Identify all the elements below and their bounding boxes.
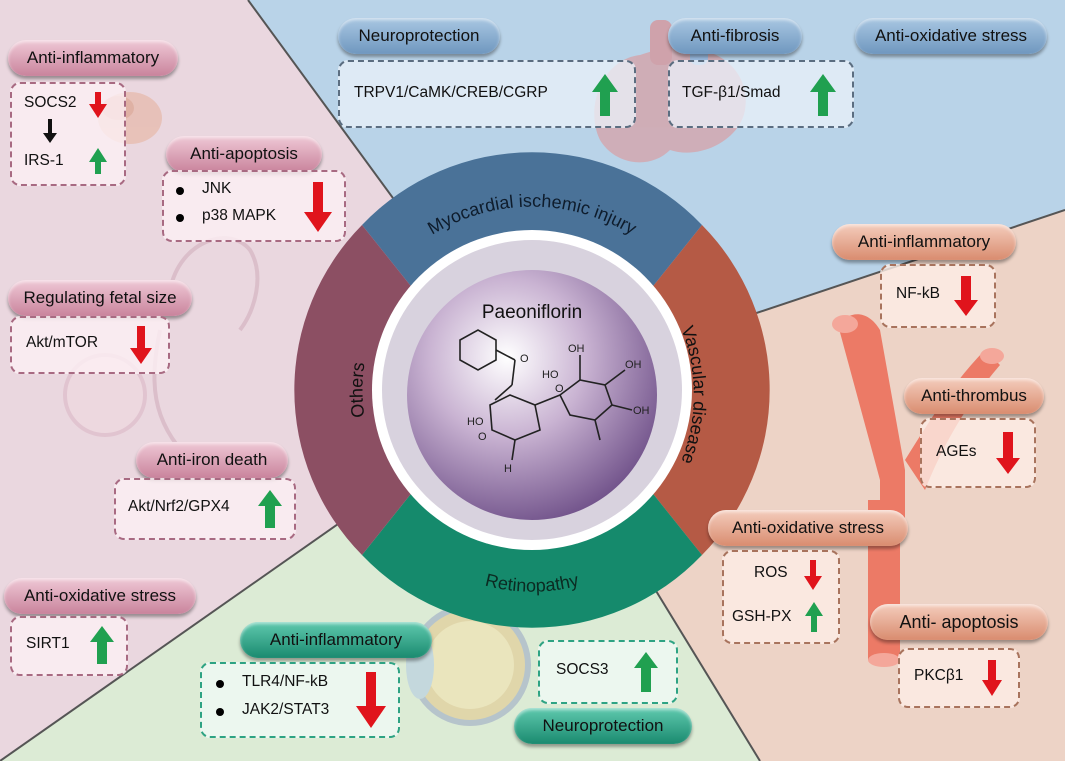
trpv1-label: TRPV1/CaMK/CREB/CGRP	[354, 84, 548, 101]
up-arrow-icon	[810, 74, 836, 116]
socs3-box: SOCS3	[538, 640, 678, 704]
others-anti-inflammatory-label: Anti-inflammatory	[8, 40, 178, 76]
up-arrow-icon	[592, 74, 618, 116]
svg-text:O: O	[555, 383, 564, 395]
svg-text:OH: OH	[568, 343, 585, 355]
svg-text:HO: HO	[467, 416, 484, 428]
myocardial-anti-oxidative-label: Anti-oxidative stress	[855, 18, 1047, 54]
ages-label: AGEs	[936, 443, 977, 460]
svg-text:O: O	[478, 431, 487, 443]
vascular-anti-oxidative-label: Anti-oxidative stress	[708, 510, 908, 546]
retinopathy-neuroprotection-label: Neuroprotection	[514, 708, 692, 744]
down-arrow-icon	[954, 276, 978, 316]
socs3-label: SOCS3	[556, 661, 609, 678]
up-arrow-icon	[90, 626, 114, 664]
socs2-label: SOCS2	[24, 94, 77, 111]
svg-text:HO: HO	[542, 369, 559, 381]
down-arrow-icon	[356, 672, 386, 728]
others-region	[0, 0, 532, 761]
myocardial-neuroprotection-label: Neuroprotection	[338, 18, 500, 54]
others-anti-apoptosis-label: Anti-apoptosis	[166, 136, 322, 172]
svg-text:O: O	[520, 353, 529, 365]
down-arrow-icon	[304, 182, 332, 232]
retinopathy-anti-inflammatory-label: Anti-inflammatory	[240, 622, 432, 658]
akt-nrf2-label: Akt/Nrf2/GPX4	[128, 498, 230, 515]
tlr4-box: TLR4/NF-kB JAK2/STAT3	[200, 662, 400, 738]
down-arrow-icon	[130, 326, 152, 364]
akt-nrf2-box: Akt/Nrf2/GPX4	[114, 478, 296, 540]
molecule-structure	[459, 329, 633, 461]
ros-box: ROS GSH-PX	[722, 550, 840, 644]
p38-label: p38 MAPK	[202, 207, 277, 224]
ring-segment-vascular	[650, 225, 770, 555]
trpv1-box: TRPV1/CaMK/CREB/CGRP	[338, 60, 636, 128]
ros-label: ROS	[754, 564, 788, 581]
jak2-label: JAK2/STAT3	[242, 701, 330, 718]
akt-mtor-label: Akt/mTOR	[26, 334, 99, 351]
molecule-labels: O O OH OH HO OH HO O H	[467, 343, 650, 475]
fetal-size-label: Regulating fetal size	[8, 280, 192, 316]
nfkb-box: NF-kB	[880, 264, 996, 328]
irs1-label: IRS-1	[24, 152, 64, 169]
anti-thrombus-label: Anti-thrombus	[904, 378, 1044, 414]
down-arrow-icon	[982, 660, 1002, 696]
up-arrow-icon	[89, 148, 107, 174]
jnk-label: JNK	[202, 180, 232, 197]
anti-iron-death-label: Anti-iron death	[136, 442, 288, 478]
up-arrow-icon	[258, 490, 282, 528]
vascular-anti-apoptosis-label: Anti- apoptosis	[870, 604, 1048, 640]
center-title: Paeoniflorin	[482, 302, 582, 323]
tgf-box: TGF-β1/Smad	[668, 60, 854, 128]
up-arrow-icon	[634, 652, 658, 692]
tlr4-label: TLR4/NF-kB	[242, 673, 329, 690]
black-down-arrow-icon	[43, 119, 57, 143]
ring-label-left: Others	[346, 361, 368, 419]
svg-text:H: H	[504, 463, 512, 475]
svg-text:OH: OH	[625, 359, 642, 371]
sirt1-box: SIRT1	[10, 616, 128, 676]
anti-fibrosis-label: Anti-fibrosis	[668, 18, 802, 54]
socs2-box: SOCS2 IRS-1	[10, 82, 126, 186]
jnk-box: JNK p38 MAPK	[162, 170, 346, 242]
center-sphere	[407, 270, 657, 520]
down-arrow-icon	[804, 560, 822, 590]
others-anti-oxidative-label: Anti-oxidative stress	[4, 578, 196, 614]
pkc-label: PKCβ1	[914, 667, 964, 684]
vascular-anti-inflammatory-label: Anti-inflammatory	[832, 224, 1016, 260]
akt-mtor-box: Akt/mTOR	[10, 316, 170, 374]
down-arrow-icon	[996, 432, 1020, 474]
up-arrow-icon	[805, 602, 823, 632]
ages-box: AGEs	[920, 418, 1036, 488]
nfkb-label: NF-kB	[896, 285, 940, 302]
sirt1-label: SIRT1	[26, 635, 70, 652]
down-arrow-icon	[89, 92, 107, 118]
gsh-label: GSH-PX	[732, 608, 792, 625]
tgf-label: TGF-β1/Smad	[682, 84, 781, 101]
ring-segment-others	[294, 225, 414, 555]
pkc-box: PKCβ1	[898, 648, 1020, 708]
svg-text:OH: OH	[633, 405, 650, 417]
